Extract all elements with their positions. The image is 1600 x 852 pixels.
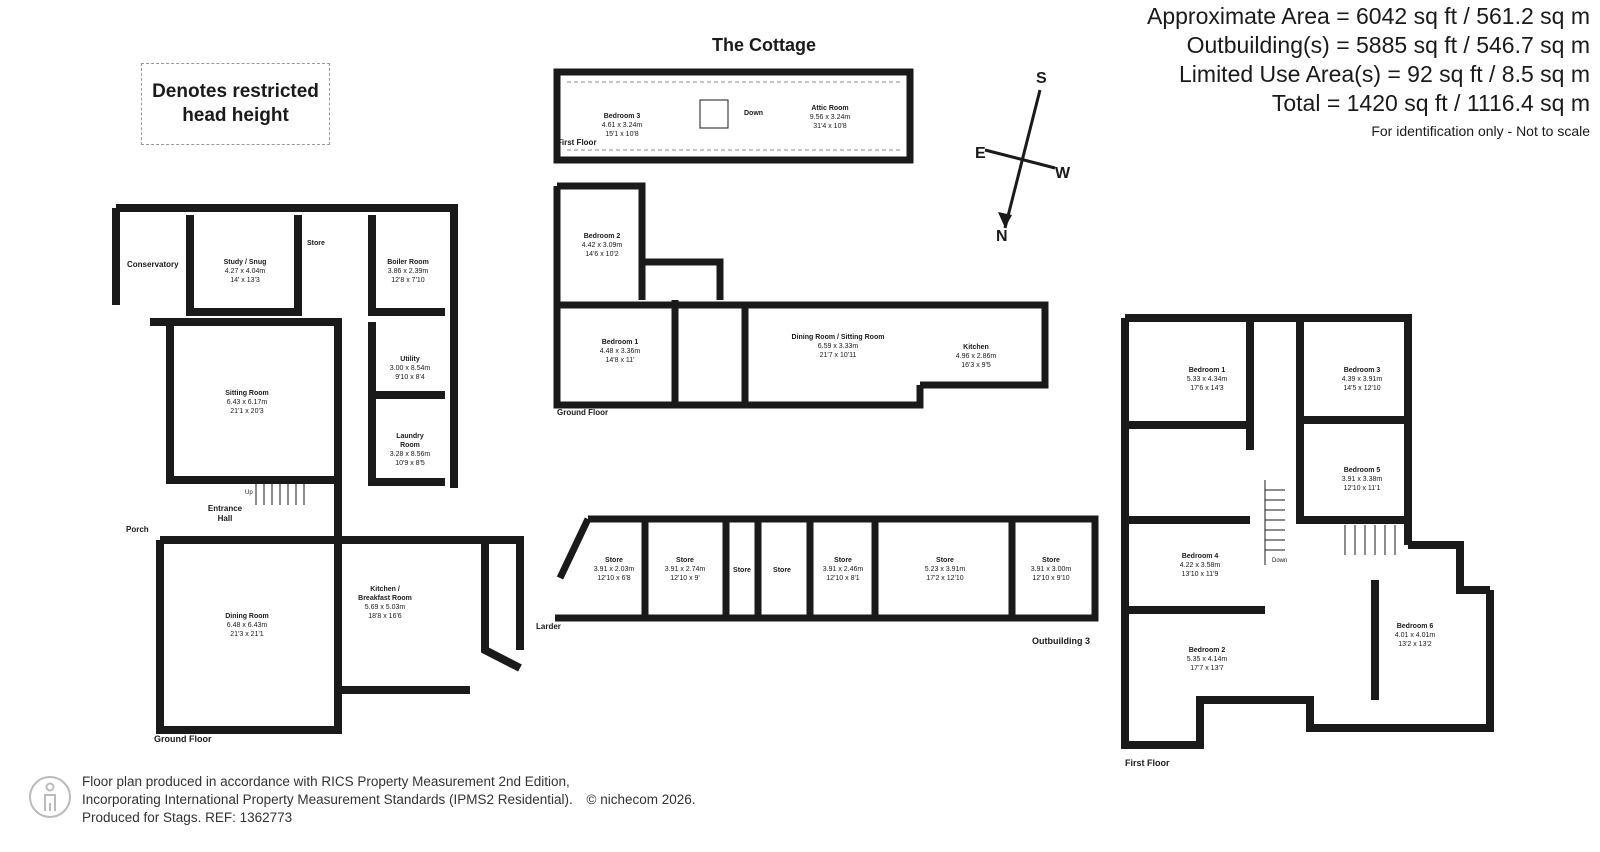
laundry-room: Laundry Room 3.28 x 8.56m 10'9 x 8'5 <box>389 433 431 467</box>
main-house-walls <box>112 204 524 734</box>
cottage-attic-room: Attic Room 9.56 x 3.24m 31'4 x 10'8 <box>809 105 851 130</box>
entrance-hall: Entrance Hall <box>207 504 243 523</box>
compass-west: W <box>1055 165 1071 182</box>
outbuilding-label: Outbuilding 3 <box>1032 636 1090 646</box>
first-floor-walls <box>1121 314 1494 749</box>
first-floor-bedroom-4: Bedroom 4 4.22 x 3.58m 13'10 x 11'9 <box>1179 553 1221 578</box>
first-floor-label: First Floor <box>1125 758 1170 768</box>
cottage-bedroom-3: Bedroom 3 4.61 x 3.24m 15'1 x 10'8 <box>601 113 643 138</box>
footer-line-3: Produced for Stags. REF: 1362773 <box>82 810 293 825</box>
main-ground-floor-label: Ground Floor <box>154 734 212 744</box>
cottage-title: The Cottage <box>712 35 817 55</box>
first-floor-bedroom-6: Bedroom 6 4.01 x 4.01m 13'2 x 13'2 <box>1394 623 1436 648</box>
cottage-ground-floor-label: Ground Floor <box>557 408 609 417</box>
restricted-height-legend: Denotes restricted head height <box>141 63 330 145</box>
footer-line-1: Floor plan produced in accordance with R… <box>82 774 570 789</box>
store-label: Store <box>307 240 325 247</box>
compass-north: N <box>996 228 1008 245</box>
first-floor-bedroom-2: Bedroom 2 5.35 x 4.14m 17'7 x 13'7 <box>1186 647 1228 672</box>
first-floor-down-label: Down <box>1272 558 1288 564</box>
footer-line-2: Incorporating International Property Mea… <box>82 792 573 807</box>
boiler-room: Boiler Room 3.86 x 2.39m 12'8 x 7'10 <box>387 259 429 284</box>
utility-room: Utility 3.00 x 8.54m 9'10 x 8'4 <box>389 356 431 381</box>
conservatory-label: Conservatory <box>127 260 179 269</box>
first-floor-bedroom-5: Bedroom 5 3.91 x 3.38m 12'10 x 11'1 <box>1341 467 1383 492</box>
dining-room: Dining Room 6.48 x 6.43m 21'3 x 21'1 <box>225 613 269 638</box>
footer-text: Floor plan produced in accordance with R… <box>82 773 696 827</box>
outbuildings-area: Outbuilding(s) = 5885 sq ft / 546.7 sq m <box>1186 32 1590 58</box>
outbuilding-store-5: Store 3.91 x 2.46m 12'10 x 8'1 <box>822 557 864 582</box>
cottage-first-floor-label: First Floor <box>557 138 597 147</box>
compass-crossbar <box>984 148 1056 170</box>
compass-south: S <box>1036 70 1047 87</box>
cottage-kitchen: Kitchen 4.96 x 2.86m 16'3 x 9'5 <box>955 344 997 369</box>
legend-line-1: Denotes restricted <box>152 81 319 102</box>
compass-east: E <box>975 145 986 162</box>
cottage-walls <box>553 68 1049 409</box>
outbuilding-store-4: Store <box>773 567 791 574</box>
approximate-area: Approximate Area = 6042 sq ft / 561.2 sq… <box>1146 3 1590 29</box>
ipms-person-icon <box>29 776 71 818</box>
cottage-bedroom-2: Bedroom 2 4.42 x 3.09m 14'6 x 10'2 <box>581 233 623 258</box>
total-area: Total = 1420 sq ft / 1116.4 sq m <box>1271 90 1590 116</box>
outbuilding-walls <box>555 515 1099 622</box>
cottage-dining-sitting: Dining Room / Sitting Room 6.59 x 3.33m … <box>791 334 885 359</box>
cottage-down-label: Down <box>744 110 764 117</box>
kitchen-breakfast-room: Kitchen / Breakfast Room 5.69 x 5.03m 18… <box>358 586 412 620</box>
cottage-bedroom-1: Bedroom 1 4.48 x 3.36m 14'8 x 11' <box>599 339 641 364</box>
stairs <box>255 99 1396 565</box>
stairs-up-label: Up <box>245 490 253 496</box>
outbuilding-store-6: Store 5.23 x 3.91m 17'2 x 12'10 <box>924 557 966 582</box>
larder-label: Larder <box>536 622 561 631</box>
sitting-room: Sitting Room 6.43 x 6.17m 21'1 x 20'3 <box>225 390 269 415</box>
legend-line-2: head height <box>182 105 289 126</box>
porch-label: Porch <box>126 525 149 534</box>
outbuilding-store-7: Store 3.91 x 3.00m 12'10 x 9'10 <box>1030 557 1072 582</box>
identification-note: For identification only - Not to scale <box>1371 123 1590 139</box>
limited-use-area: Limited Use Area(s) = 92 sq ft / 8.5 sq … <box>1179 61 1590 87</box>
study-snug: Study / Snug 4.27 x 4.04m 14' x 13'3 <box>223 259 267 284</box>
footer-copyright: © nichecom 2026. <box>586 792 696 807</box>
compass <box>984 89 1056 229</box>
compass-arrow-icon <box>998 212 1012 228</box>
area-summary: Approximate Area = 6042 sq ft / 561.2 sq… <box>1147 2 1590 118</box>
outbuilding-store-3: Store <box>733 567 751 574</box>
outbuilding-store-2: Store 3.91 x 2.74m 12'10 x 9' <box>664 557 706 582</box>
first-floor-bedroom-3: Bedroom 3 4.39 x 3.91m 14'5 x 12'10 <box>1341 367 1383 392</box>
first-floor-bedroom-1: Bedroom 1 5.33 x 4.34m 17'6 x 14'3 <box>1186 367 1228 392</box>
outbuilding-store-1: Store 3.91 x 2.03m 12'10 x 6'8 <box>593 557 635 582</box>
